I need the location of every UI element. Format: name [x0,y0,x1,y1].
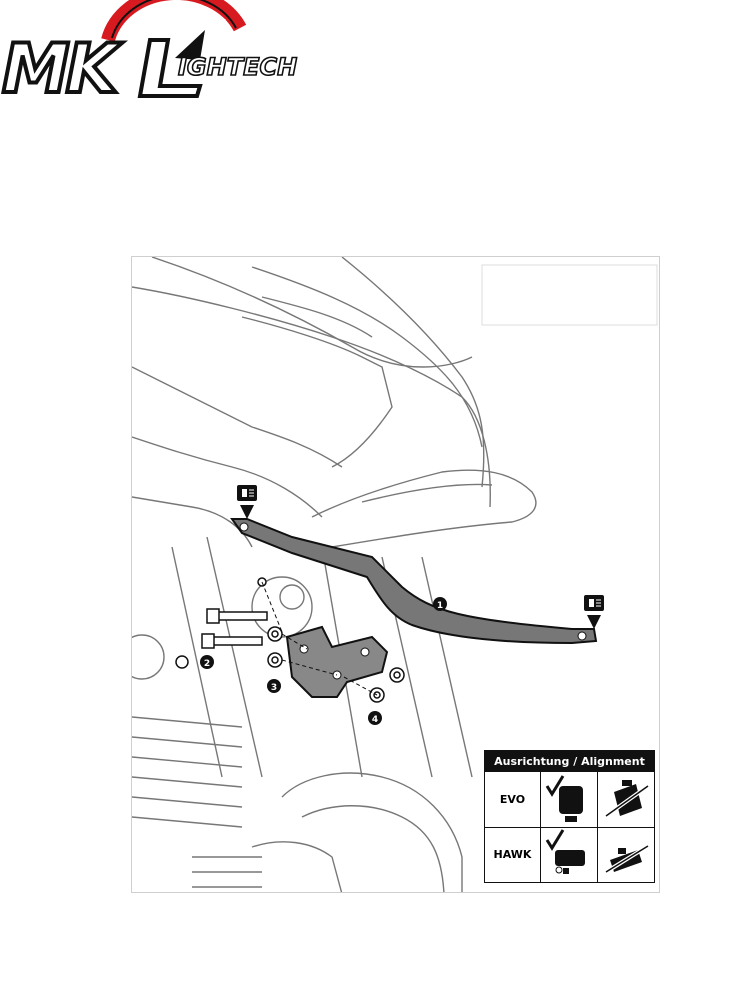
alignment-row-evo: EVO [485,771,654,827]
washers [257,577,283,668]
installation-diagram: 1 2 3 4 Ausrichtung / Alignment EVO [131,256,660,893]
nuts [369,667,405,703]
callout-1: 1 [433,597,447,611]
callout-3: 3 [267,679,281,693]
alignment-table-title: Ausrichtung / Alignment [485,751,654,771]
svg-text:2: 2 [204,659,210,669]
hawk-correct-cell [541,827,598,882]
hawk-wrong-cell [598,828,655,883]
speedometer-arc-icon [101,0,247,60]
lamp-marker-right [584,595,604,629]
strike-icon [604,784,649,818]
lamp-marker-left [237,485,257,519]
evo-wrong-cell [598,772,655,827]
brand-logo: MK IGHTECH [0,0,300,111]
bolts [175,608,268,669]
svg-text:1: 1 [437,601,443,611]
alignment-table: Ausrichtung / Alignment EVO [484,750,655,883]
alignment-row-hawk: HAWK [485,826,655,883]
logo-brand-prefix: MK [2,30,123,100]
callout-2: 2 [200,655,214,669]
mounting-bracket [230,518,598,645]
check-icon [545,775,565,797]
evo-correct-cell [541,772,598,827]
strike-icon [604,843,649,874]
alignment-row-label: HAWK [485,827,541,882]
callout-4: 4 [368,711,382,725]
check-icon [545,828,565,851]
svg-text:3: 3 [271,683,277,693]
evo-upright-lamp-icon [559,786,583,822]
svg-text:4: 4 [372,715,378,725]
side-plate [285,625,389,698]
hawk-upright-lamp-icon [555,849,585,874]
logo-brand-suffix: IGHTECH [178,53,297,81]
alignment-row-label: EVO [485,772,541,827]
